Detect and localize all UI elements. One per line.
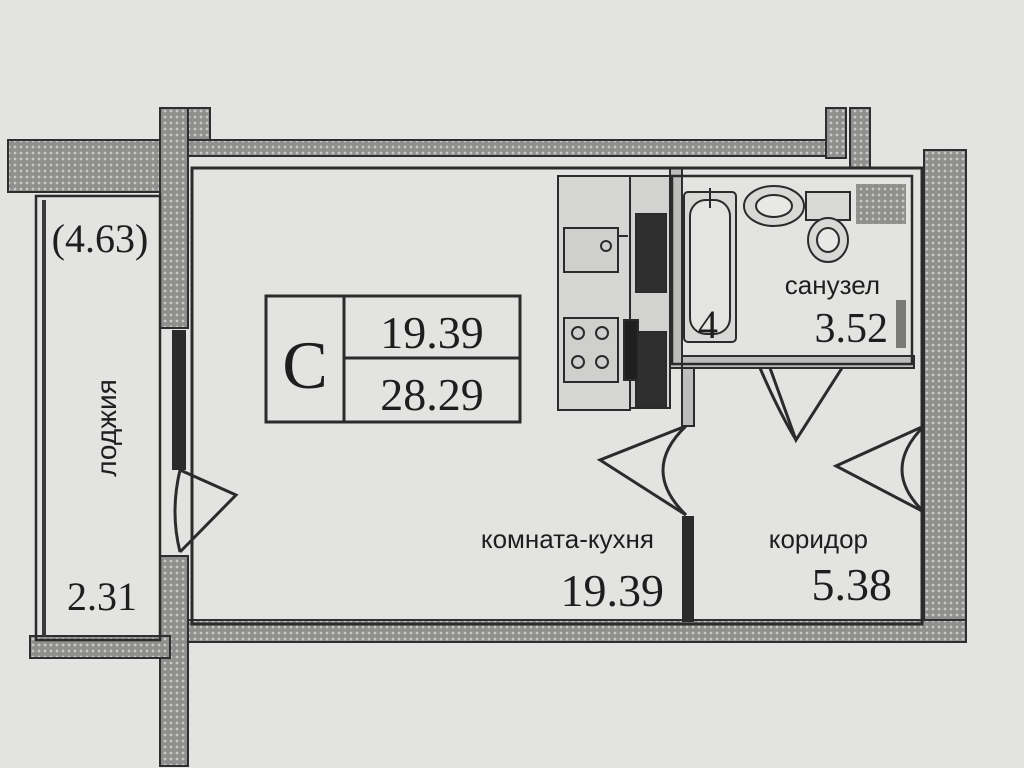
bathroom-label: санузел: [785, 270, 880, 300]
loggia-outline: [34, 194, 162, 642]
living-area-value: 19.39: [380, 307, 484, 358]
studio-door: [596, 424, 687, 517]
ventilation-shaft: [856, 184, 906, 224]
corridor-partition-top: [681, 367, 695, 427]
appliance-marker: 4: [698, 302, 718, 347]
stove: [563, 317, 619, 383]
sink: [563, 227, 619, 273]
walls: [7, 107, 967, 767]
apartment-info-box: [264, 294, 522, 424]
burner-2: [595, 326, 609, 340]
bathroom-fixtures: [683, 184, 906, 348]
studio-label: комната-кухня: [481, 524, 654, 554]
wall-top-left-stub: [7, 139, 179, 193]
wall-right: [923, 149, 967, 641]
wall-top-right-stub: [825, 107, 847, 159]
corridor-partition-bottom: [682, 516, 694, 622]
total-area-value: 28.29: [380, 369, 484, 420]
burner-4: [595, 355, 609, 369]
wall-bath-bottom: [681, 355, 915, 369]
wall-top: [187, 139, 839, 157]
bathroom-area: 3.52: [815, 306, 889, 352]
wall-bottom-left-stub: [29, 635, 171, 659]
loggia-window: [172, 330, 186, 470]
burner-1: [571, 326, 585, 340]
apartment-type-letter: С: [282, 327, 327, 403]
loggia: [34, 194, 162, 642]
bathroom-outline: [670, 174, 914, 366]
kitchen-counter: [557, 175, 671, 411]
corridor-label: коридор: [769, 524, 868, 554]
wall-column-top: [159, 107, 189, 329]
door-swings: [596, 367, 926, 517]
loggia-area: 2.31: [67, 574, 137, 619]
wall-top-right-column: [849, 107, 871, 169]
entrance-door: [832, 424, 925, 514]
sink-drain: [600, 240, 612, 252]
loggia-area-coeff: (4.63): [52, 216, 149, 261]
studio-outline: [190, 166, 924, 626]
bathroom-door: [768, 367, 844, 444]
burner-3: [571, 355, 585, 369]
balcony-door: [173, 468, 239, 554]
studio-area: 19.39: [561, 565, 665, 616]
wall-column-bottom: [159, 555, 189, 767]
loggia-label: лоджия: [91, 379, 122, 476]
toilet-tank: [805, 191, 851, 221]
corridor-area: 5.38: [812, 559, 893, 610]
